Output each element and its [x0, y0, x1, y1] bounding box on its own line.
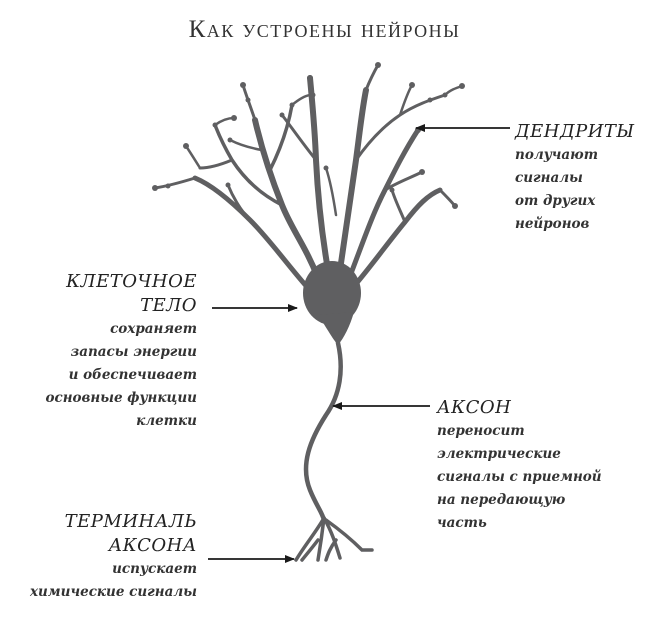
axon-desc-line: часть [437, 515, 487, 531]
axon-label: АКСОН переносит электрические сигналы с … [437, 396, 602, 535]
cell-body-desc-line: основные функции [45, 390, 197, 406]
dendrites-label: ДЕНДРИТЫ получают сигналы от других нейр… [515, 120, 635, 236]
axon-terminal-desc-line: испускает [112, 561, 197, 577]
cell-body [303, 261, 361, 325]
cell-body-term: ТЕЛО [140, 295, 197, 316]
cell-body-label: КЛЕТОЧНОЕ ТЕЛО сохраняет запасы энергии … [0, 270, 197, 433]
dendrites-desc-line: нейронов [515, 216, 590, 232]
axon-desc-line: на передающую [437, 492, 566, 508]
axon-terminal-label: ТЕРМИНАЛЬ АКСОНА испускает химические си… [0, 510, 197, 604]
axon-terminal-desc-line: химические сигналы [29, 584, 197, 600]
dendrites-term: ДЕНДРИТЫ [515, 121, 635, 142]
axon-hillock [318, 312, 354, 345]
axon-desc-line: сигналы с приемной [437, 469, 602, 485]
cell-body-desc-line: и обеспечивает [68, 367, 197, 383]
dendrites-desc-line: от других [515, 193, 596, 209]
axon-terminal [294, 516, 374, 562]
cell-body-desc-line: сохраняет [110, 321, 197, 337]
axon-terminal-term: ТЕРМИНАЛЬ [64, 511, 197, 532]
pointer-arrows [208, 124, 510, 563]
axon-term: АКСОН [437, 397, 512, 418]
cell-body-term: КЛЕТОЧНОЕ [66, 271, 197, 292]
diagram-title: Как устроены нейроны [188, 16, 461, 43]
axon-terminal-term: АКСОНА [108, 535, 197, 556]
dendrites [153, 63, 464, 291]
cell-body-desc-line: клетки [136, 413, 197, 429]
dendrites-desc-line: сигналы [515, 170, 583, 186]
axon-desc-line: переносит [437, 423, 525, 439]
axon-desc-line: электрические [437, 446, 561, 462]
cell-body-desc-line: запасы энергии [70, 344, 197, 360]
dendrites-desc-line: получают [515, 147, 598, 163]
axon [303, 340, 343, 523]
dendrite-spines [152, 62, 465, 209]
